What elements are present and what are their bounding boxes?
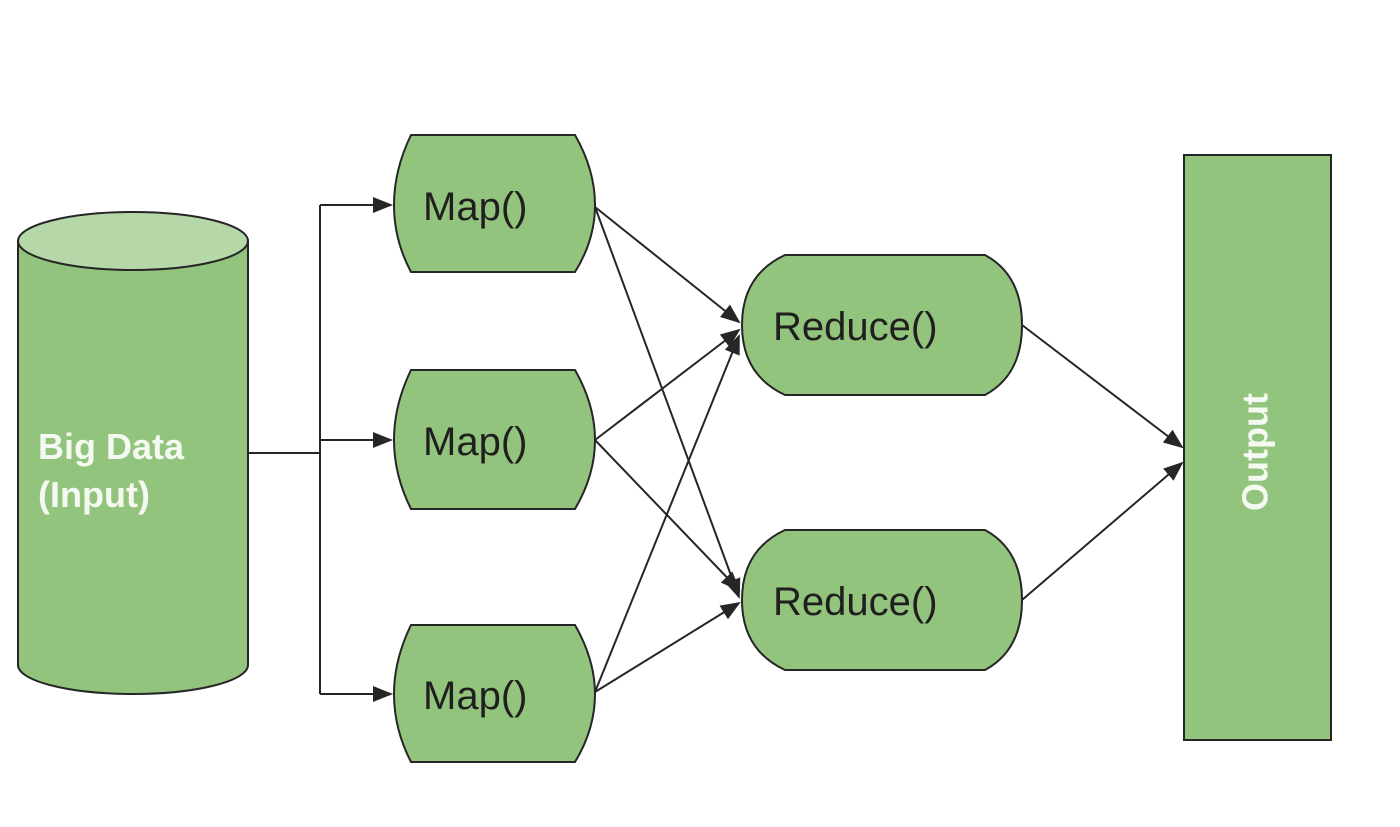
map-node-2: Map() [392, 369, 597, 510]
input-label-line-1: Big Data [38, 426, 185, 467]
map-node-shape [392, 369, 597, 510]
edge-map3-reduce1 [594, 334, 740, 693]
map-node-label: Map() [423, 420, 527, 464]
reduce-node-label: Reduce() [773, 580, 938, 624]
input-label-line-2: (Input) [38, 474, 150, 515]
cylinder-top [17, 211, 249, 271]
input-to-map-connectors [248, 197, 393, 702]
map-node-label: Map() [423, 674, 527, 718]
big-data-input-cylinder: Big Data (Input) [17, 211, 249, 695]
edge-map1-reduce1 [594, 206, 741, 324]
edge-map1-reduce2 [594, 206, 741, 599]
map-node-3: Map() [392, 624, 597, 763]
reduce-node-1: Reduce() [740, 254, 1024, 396]
map-node-shape [392, 134, 597, 273]
edge-map2-reduce1 [594, 328, 741, 441]
reduce-node-label: Reduce() [773, 305, 938, 349]
output-label: Output [1235, 393, 1276, 511]
reduce-node-shape [740, 529, 1024, 671]
cylinder-body [17, 241, 249, 695]
reduce-to-output-edges [1021, 324, 1184, 601]
edge-reduce2-output [1021, 461, 1184, 601]
reduce-node-shape [740, 254, 1024, 396]
map-node-1: Map() [392, 134, 597, 273]
map-to-reduce-edges [594, 206, 741, 693]
map-node-shape [392, 624, 597, 763]
map-node-label: Map() [423, 185, 527, 229]
reduce-node-2: Reduce() [740, 529, 1024, 671]
edge-reduce1-output [1021, 324, 1184, 449]
output-box-shape [1183, 154, 1332, 741]
output-box: Output [1183, 154, 1332, 741]
edge-map3-reduce2 [594, 601, 741, 693]
